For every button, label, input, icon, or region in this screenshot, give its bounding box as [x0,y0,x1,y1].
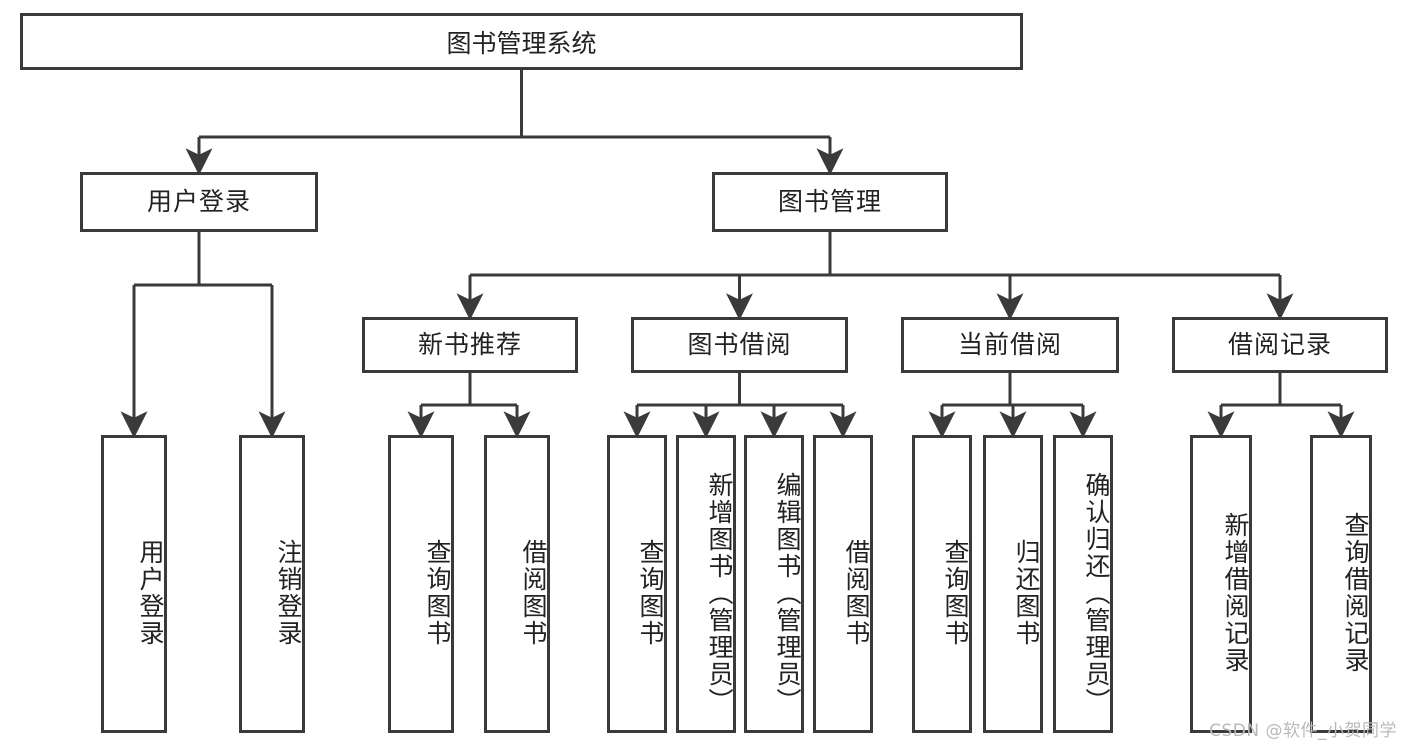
node-current-borrow[interactable]: 当前借阅 [901,317,1119,373]
node-leaf-borrow-edit-book-admin[interactable]: 编辑图书（管理员） [744,435,804,733]
node-leaf-borrow-query-book[interactable]: 查询图书 [607,435,667,733]
node-book-management[interactable]: 图书管理 [712,172,948,232]
node-label: 查询图书 [636,539,665,647]
node-label: 新增图书（管理员） [705,471,734,715]
node-borrow-record[interactable]: 借阅记录 [1172,317,1388,373]
node-label: 借阅图书 [519,539,548,647]
node-label: 注销登录 [274,539,303,647]
node-leaf-borrow-borrow-book[interactable]: 借阅图书 [813,435,873,733]
node-leaf-record-add-borrow-record[interactable]: 新增借阅记录 [1190,435,1252,733]
node-label: 查询借阅记录 [1341,512,1370,674]
node-leaf-record-query-borrow-record[interactable]: 查询借阅记录 [1310,435,1372,733]
node-new-book-recommendation[interactable]: 新书推荐 [362,317,578,373]
node-user-login[interactable]: 用户登录 [80,172,318,232]
node-leaf-current-confirm-return-admin[interactable]: 确认归还（管理员） [1053,435,1113,733]
node-root-book-management-system[interactable]: 图书管理系统 [20,13,1023,70]
node-leaf-user-login[interactable]: 用户登录 [101,435,167,733]
node-label: 查询图书 [423,539,452,647]
node-leaf-current-query-book[interactable]: 查询图书 [912,435,972,733]
node-leaf-rec-query-book[interactable]: 查询图书 [388,435,454,733]
node-label: 用户登录 [136,539,165,647]
node-leaf-borrow-add-book-admin[interactable]: 新增图书（管理员） [676,435,736,733]
node-label: 归还图书 [1012,539,1041,647]
node-book-borrow[interactable]: 图书借阅 [631,317,848,373]
node-leaf-user-logout[interactable]: 注销登录 [239,435,305,733]
node-label: 借阅图书 [842,539,871,647]
node-leaf-current-return-book[interactable]: 归还图书 [983,435,1043,733]
node-label: 编辑图书（管理员） [773,471,802,715]
node-label: 新增借阅记录 [1221,512,1250,674]
csdn-watermark: CSDN @软件_小贺同学 [1209,721,1397,741]
node-leaf-rec-borrow-book[interactable]: 借阅图书 [484,435,550,733]
node-label: 确认归还（管理员） [1082,471,1111,715]
node-label: 查询图书 [941,539,970,647]
